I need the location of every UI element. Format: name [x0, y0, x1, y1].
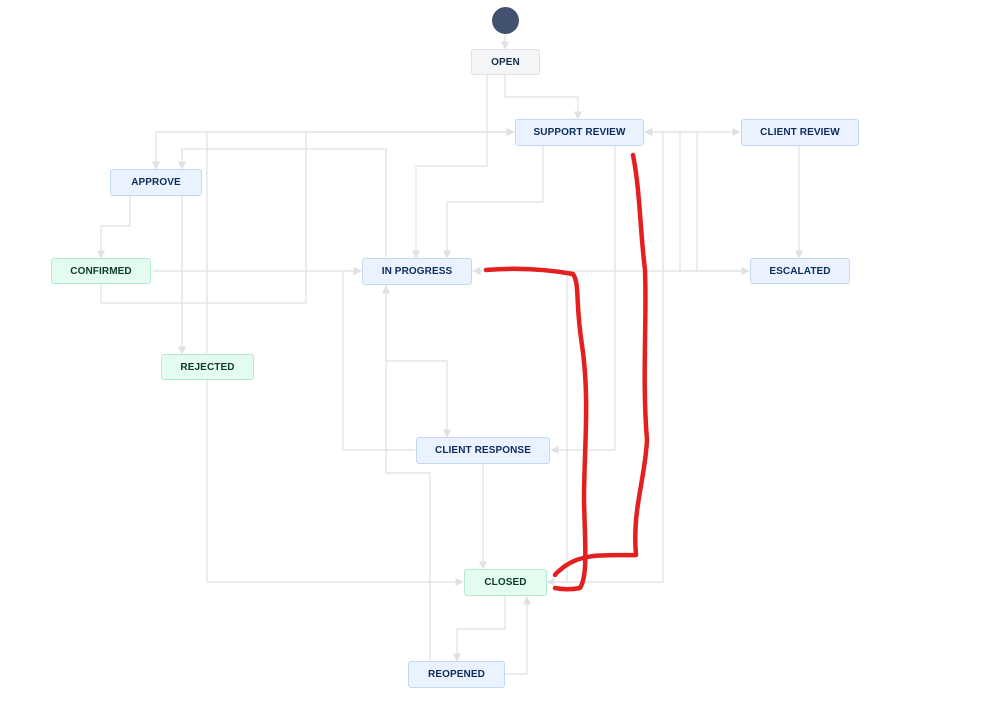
status-rejected[interactable]: REJECTED — [161, 354, 254, 380]
annotation-stroke-in-progress-closed — [483, 266, 589, 592]
transition-support-review-approve[interactable] — [151, 131, 513, 170]
transition-client-response-in-progress[interactable] — [342, 266, 415, 451]
transition-in-progress-closed[interactable] — [546, 271, 568, 587]
transition-closed-reopened[interactable] — [452, 596, 506, 662]
transition-closed-support-review[interactable] — [548, 127, 664, 583]
status-in-progress[interactable]: IN PROGRESS — [362, 258, 472, 285]
transition-confirmed-support-review[interactable] — [100, 127, 515, 304]
annotation-drawing — [483, 152, 650, 592]
transition-approve-confirmed[interactable] — [96, 196, 131, 259]
status-closed[interactable]: CLOSED — [464, 569, 547, 596]
transition-open-in-progress[interactable] — [411, 75, 488, 259]
transition-reopened-closed[interactable] — [505, 596, 532, 675]
transition-support-review-escalated[interactable] — [679, 132, 750, 276]
status-approve[interactable]: APPROVE — [110, 169, 202, 196]
transition-in-progress-client-response[interactable] — [385, 285, 452, 438]
status-support-review[interactable]: SUPPORT REVIEW — [515, 119, 644, 146]
transition-support-review-client-response[interactable] — [550, 146, 616, 455]
status-client-review[interactable]: CLIENT REVIEW — [741, 119, 859, 146]
status-reopened[interactable]: REOPENED — [408, 661, 505, 688]
transition-rejected-closed[interactable] — [206, 380, 464, 587]
status-open[interactable]: OPEN — [471, 49, 540, 75]
transition-escalated-support-review[interactable] — [644, 127, 748, 272]
status-escalated[interactable]: ESCALATED — [750, 258, 850, 284]
transition-open-support-review[interactable] — [504, 75, 583, 120]
annotation-stroke-support-review-closed — [552, 152, 650, 578]
start-node-icon[interactable] — [492, 7, 519, 34]
transition-support-review-in-progress[interactable] — [442, 146, 544, 259]
transition-rejected-support-review[interactable] — [206, 127, 515, 353]
status-confirmed[interactable]: CONFIRMED — [51, 258, 151, 284]
transition-connectors — [96, 35, 804, 675]
transition-in-progress-approve[interactable] — [177, 148, 387, 257]
transition-reopened-in-progress[interactable] — [381, 285, 431, 660]
status-client-response[interactable]: CLIENT RESPONSE — [416, 437, 550, 464]
